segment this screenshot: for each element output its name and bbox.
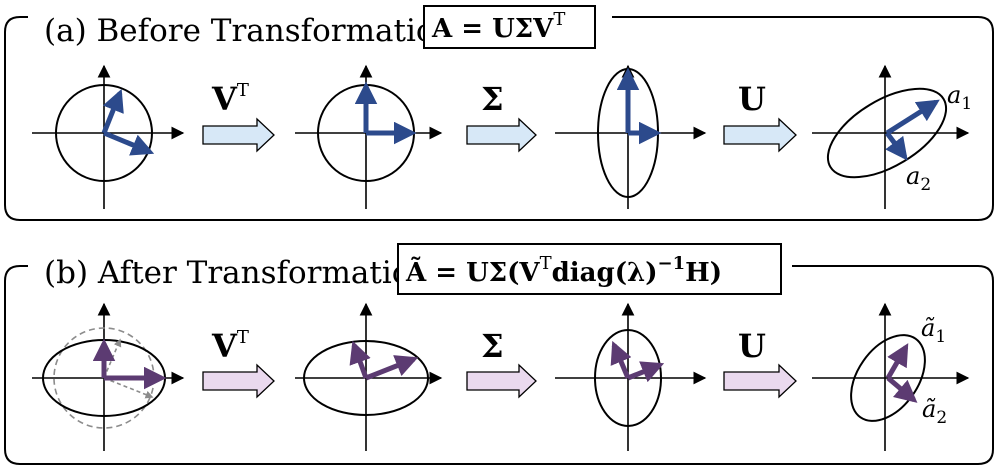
operator-label: Σ [481,327,504,365]
panel-b-stage-2 [295,302,443,451]
transform-arrow [202,117,275,153]
formula-b-sup-2: −1 [658,253,686,274]
svg-text:Σ: Σ [481,80,504,118]
panel-a-title: (a) Before Transformation [44,13,455,49]
transform-arrow [466,363,537,399]
vector-a2-tilde [886,376,918,403]
formula-a-eq: = [452,14,492,44]
vector-a1 [885,99,940,136]
formula-b-rhs-2: diag(λ) [552,258,658,288]
panel-b-stage-1 [32,302,185,451]
transform-arrow [723,117,797,153]
formula-b-sup-1: T [540,253,552,274]
formula-a-sup: T [553,9,565,30]
operator-label: V [211,80,238,118]
panel-b-stage-4: ã1 ã2 [812,302,970,451]
panel-b-formula: Ã = UΣ(VTdiag(λ)−1H) [397,243,782,295]
formula-a-rhs: UΣV [492,14,554,44]
panel-a-formula: A = UΣVT [423,5,596,49]
panel-b-title: (b) After Transformation [44,255,430,291]
basis-vector-2 [103,130,155,156]
vector-a1-tilde [885,343,909,380]
formula-b-rhs-3: H) [685,258,722,288]
basis-vector-1 [101,88,124,134]
vector-a2 [885,131,908,161]
panel-a-stage-1 [32,64,185,209]
transform-arrow [723,363,797,399]
vector-a1-label: a1 [947,81,972,114]
svg-text:VT: VT [211,327,249,365]
formula-b-lhs: Ã [405,256,427,288]
panel-a-stage-3 [555,64,707,209]
panel-a-operator-2: Σ [466,80,537,153]
basis-vector-2 [365,355,419,381]
panel-a: (a) Before Transformation A = UΣVT VT [4,5,994,221]
vector-a2-label: a2 [906,162,931,195]
panel-b: (b) After Transformation Ã = UΣ(VTdiag(λ… [4,243,994,465]
basis-vector-2 [627,361,665,383]
rotated-ellipse [826,87,948,179]
panel-b-formula-box [397,243,782,295]
transform-arrow [202,363,275,399]
operator-label: U [738,327,766,365]
reference-vector-2 [103,377,154,399]
svg-text:Σ: Σ [481,327,504,365]
panel-a-formula-box [423,5,596,49]
panel-a-stage-4: a1 a2 [812,64,972,209]
operator-sup: T [237,80,249,101]
svg-text:VT: VT [211,80,249,118]
operator-sup: T [237,327,249,348]
formula-b-rhs-1: UΣ(V [466,258,540,288]
unit-circle [55,84,153,182]
vector-a1-tilde-label: ã1 [921,314,946,347]
operator-label: Σ [481,80,504,118]
formula-a-lhs: A [431,14,453,44]
panel-b-operator-1: VT [202,327,275,399]
formula-b-eq: = [426,258,466,288]
vector-a2-tilde-label: ã2 [922,395,947,428]
panel-b-operator-3: U [723,327,797,399]
basis-vector-1 [349,340,371,379]
panel-a-operator-3: U [723,80,797,153]
panel-b-stage-3 [555,302,707,451]
svg-text:Ã = UΣ(VTdiag(λ)−1H): Ã = UΣ(VTdiag(λ)−1H) [405,253,722,288]
panel-a-stage-2 [295,64,443,209]
panel-b-frame [4,265,994,465]
svg-text:A = UΣVT: A = UΣVT [431,9,565,44]
panel-a-frame [4,16,994,221]
panel-b-operator-2: Σ [466,327,537,399]
operator-label: U [738,80,766,118]
transform-arrow [466,117,537,153]
basis-vector-1 [610,340,632,379]
svg-text:U: U [738,327,766,365]
operator-label: V [211,327,238,365]
panel-a-operator-1: VT [202,80,275,153]
svg-text:U: U [738,80,766,118]
